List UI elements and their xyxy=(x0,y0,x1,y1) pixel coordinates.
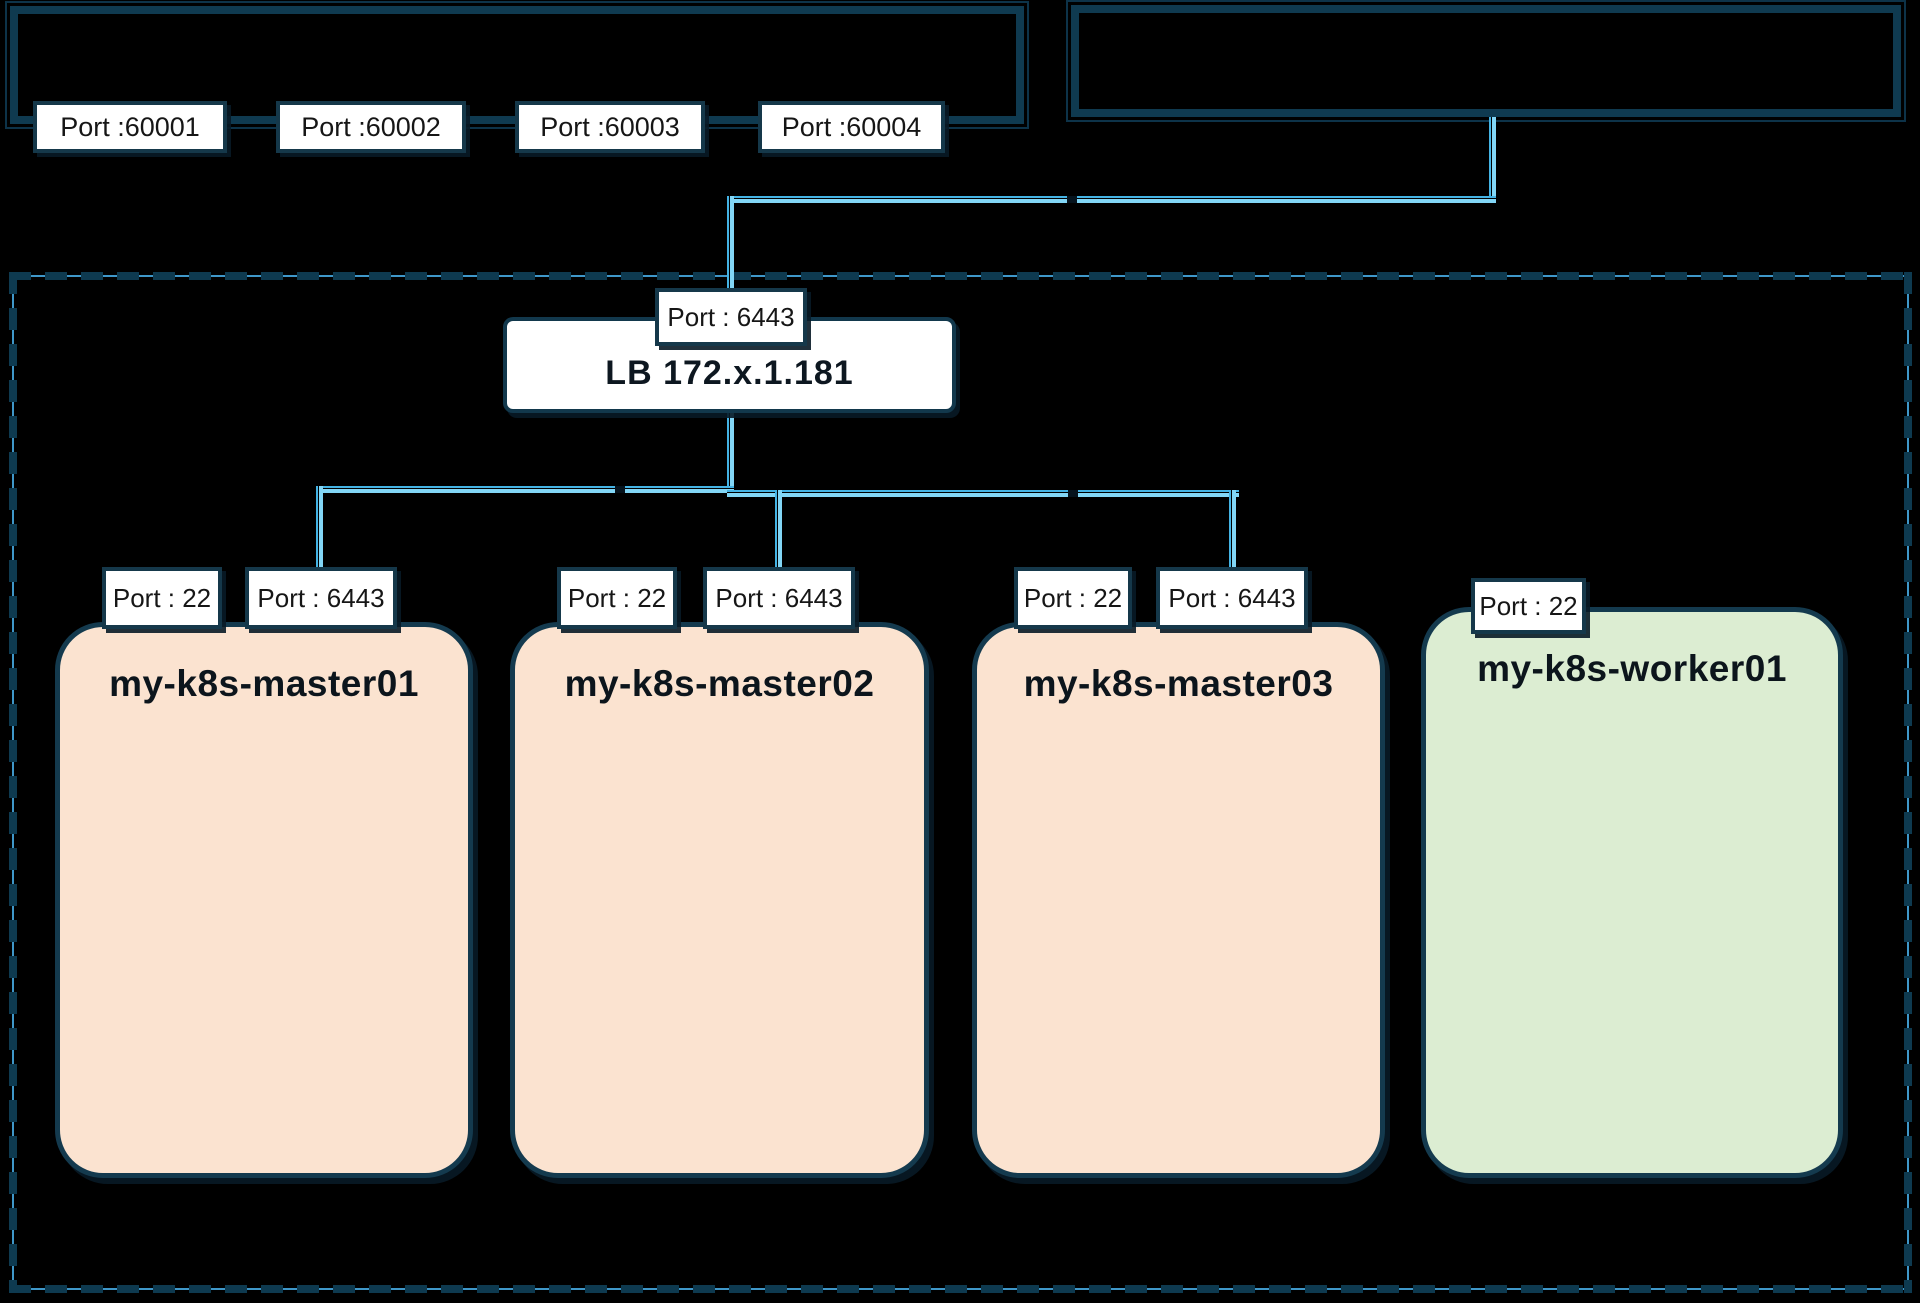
master02-port-6443-label: Port : 6443 xyxy=(703,567,855,629)
cluster-boundary-top xyxy=(9,272,1912,280)
connector-lb-stem xyxy=(727,413,734,493)
connector-drop-master02 xyxy=(775,490,782,570)
port-label-60003: Port :60003 xyxy=(515,101,705,153)
cluster-boundary-bottom xyxy=(9,1285,1912,1293)
cluster-boundary-left xyxy=(9,272,17,1293)
node-title: my-k8s-master02 xyxy=(564,663,875,704)
edge-arrow-mark xyxy=(615,486,625,493)
connector-branch-left xyxy=(316,486,734,493)
worker01-port-22-label: Port : 22 xyxy=(1471,578,1586,634)
node-card-master02: my-k8s-master02 xyxy=(510,622,929,1178)
node-title: my-k8s-master01 xyxy=(109,663,419,704)
node-card-worker01: my-k8s-worker01 xyxy=(1421,607,1843,1178)
edge-arrow-mark xyxy=(1067,196,1077,203)
port-label-60001: Port :60001 xyxy=(33,101,227,153)
cluster-boundary-right xyxy=(1904,272,1912,1293)
lb-port-6443-label: Port : 6443 xyxy=(655,288,807,346)
master03-port-6443-label: Port : 6443 xyxy=(1156,567,1308,629)
node-card-master01: my-k8s-master01 xyxy=(55,622,473,1178)
master01-port-6443-label: Port : 6443 xyxy=(245,567,397,629)
node-card-master03: my-k8s-master03 xyxy=(972,622,1385,1178)
load-balancer-label: LB 172.x.1.181 xyxy=(605,354,854,392)
edge-arrow-mark xyxy=(1068,490,1078,497)
port-label-60002: Port :60002 xyxy=(276,101,466,153)
master03-port-22-label: Port : 22 xyxy=(1014,567,1132,629)
node-title: my-k8s-master03 xyxy=(1023,663,1334,704)
port-label-60004: Port :60004 xyxy=(758,101,945,153)
master02-port-22-label: Port : 22 xyxy=(557,567,677,629)
top-right-panel xyxy=(1066,0,1906,122)
connector-external-to-lb-drop xyxy=(1489,117,1496,203)
connector-external-to-lb-vertical xyxy=(727,196,734,292)
connector-drop-master01 xyxy=(316,486,323,570)
connector-drop-master03 xyxy=(1229,490,1236,570)
connector-branch-right xyxy=(727,490,1239,497)
master01-port-22-label: Port : 22 xyxy=(102,567,222,629)
connector-external-to-lb-horizontal xyxy=(730,196,1496,203)
node-title: my-k8s-worker01 xyxy=(1477,648,1787,689)
